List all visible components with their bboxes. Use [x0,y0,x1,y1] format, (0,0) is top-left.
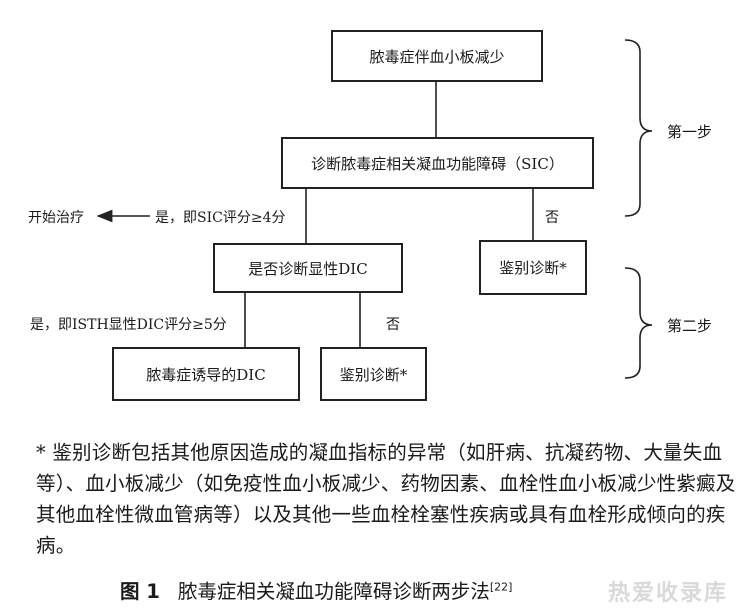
node-label: 是否诊断显性DIC [248,259,368,278]
caption-label: 图 1 [120,580,160,603]
label-isth-no: 否 [386,317,400,333]
node-label: 鉴别诊断* [499,259,567,277]
node-label: 鉴别诊断* [339,365,408,384]
label-step2: 第二步 [667,317,713,335]
node-differential-1: 鉴别诊断* [479,240,587,295]
node-label: 诊断脓毒症相关凝血功能障碍（SIC） [311,154,564,173]
label-start-treatment: 开始治疗 [28,210,84,226]
caption-title: 脓毒症相关凝血功能障碍诊断两步法 [177,580,490,603]
node-sepsis-thrombocytopenia: 脓毒症伴血小板减少 [331,30,543,82]
node-differential-2: 鉴别诊断* [320,347,427,401]
footnote: * 鉴别诊断包括其他原因造成的凝血指标的异常（如肝病、抗凝药物、大量失血等）、血… [36,441,736,557]
brace-step2 [624,267,653,379]
node-sic-diagnosis: 诊断脓毒症相关凝血功能障碍（SIC） [281,137,594,189]
node-sepsis-induced-dic: 脓毒症诱导的DIC [112,347,300,401]
node-label: 脓毒症诱导的DIC [146,365,266,384]
figure-caption: 图 1 脓毒症相关凝血功能障碍诊断两步法[22] [120,575,512,604]
node-overt-dic-question: 是否诊断显性DIC [213,243,403,293]
caption-ref: [22] [489,580,513,594]
label-sic-no: 否 [545,210,559,226]
connector-lines [96,39,653,379]
watermark: 热爱收录库 [608,581,729,606]
label-step1: 第一步 [667,123,713,141]
brace-step1 [624,39,653,217]
label-isth-yes: 是，即ISTH显性DIC评分≥5分 [30,317,227,333]
label-sic-yes: 是，即SIC评分≥4分 [155,210,286,226]
node-label: 脓毒症伴血小板减少 [369,47,505,66]
